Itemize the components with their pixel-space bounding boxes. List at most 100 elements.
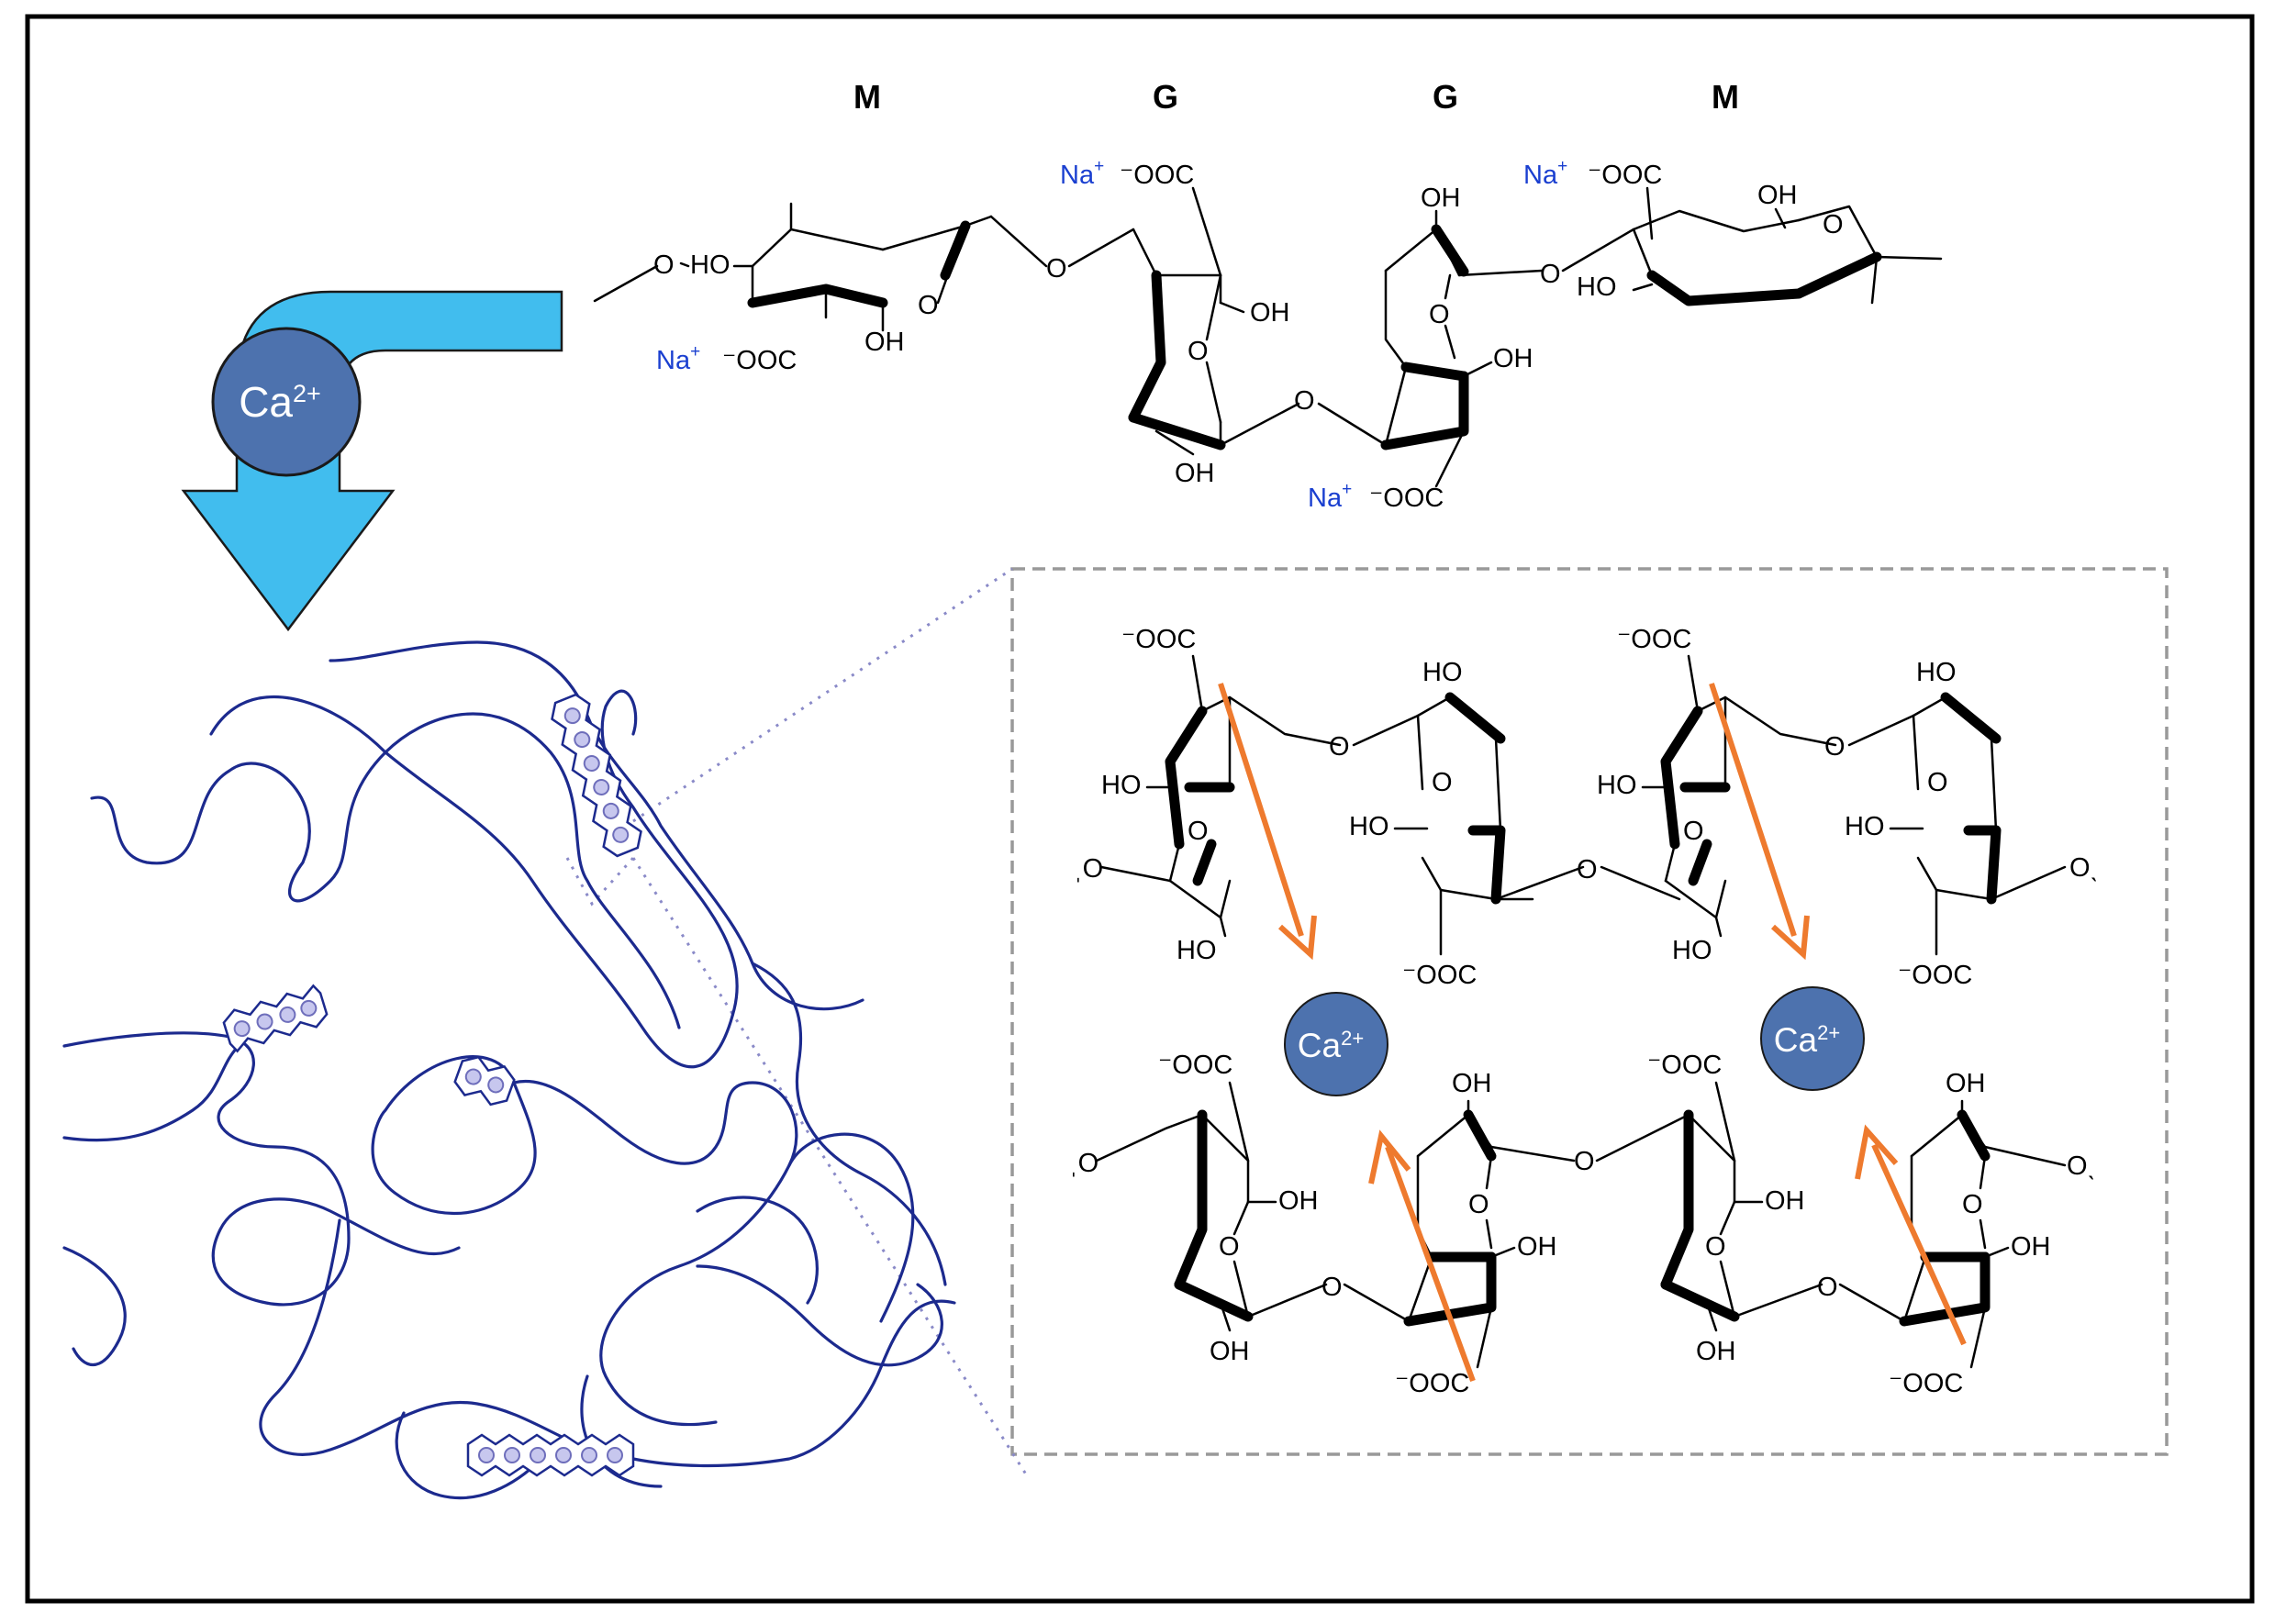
g1-hydroxyl-2: OH	[1175, 459, 1215, 488]
upper-bridge-oxygen-1: O	[1329, 732, 1350, 762]
calcium-ion-arrow	[211, 327, 362, 477]
lower-ring-oxygen-3: O	[1705, 1232, 1726, 1262]
lower-hydroxyl-top-2: OH	[1452, 1069, 1492, 1098]
bridge-oxygen-0: O	[653, 250, 675, 280]
coordination-arrow-4	[1871, 1143, 1967, 1346]
residue-g2: OH O OH Na+ ⁻OOC	[1308, 184, 1544, 513]
upper-carboxylate-3: ⁻OOC	[1617, 625, 1691, 654]
g2-ring-oxygen: O	[1429, 300, 1450, 329]
polymer-network	[62, 640, 956, 1500]
coordination-arrow-2	[1709, 683, 1797, 937]
upper-hydroxyl-top-4: HO	[1916, 658, 1957, 687]
lower-carboxylate-1: ⁻OOC	[1158, 1051, 1232, 1080]
upper-bridge-oxygen-2: O	[1577, 855, 1598, 884]
upper-terminal-oxygen: ˌO	[1074, 854, 1103, 884]
junction-zone-3	[453, 1055, 516, 1107]
g1-sodium: Na+	[1060, 157, 1104, 190]
residue-label-3: G	[1433, 78, 1458, 116]
g1-ring-oxygen: O	[1188, 337, 1209, 366]
lower-hydroxyl-top-6: OH	[1946, 1069, 1986, 1098]
g2-hydroxyl-top: OH	[1421, 184, 1461, 213]
g2-hydroxyl: OH	[1493, 344, 1533, 373]
residue-m1: O HO O Na+ ⁻OOC OH	[593, 202, 993, 375]
upper-hydroxyl-3: HO	[1672, 936, 1712, 965]
coordination-arrow-1	[1218, 683, 1304, 937]
lower-hydroxyl-2: OH	[1210, 1337, 1250, 1366]
junction-zones	[222, 693, 642, 1477]
m2-hydroxyl-left: HO	[1577, 273, 1617, 302]
m2-sodium: Na+	[1523, 157, 1567, 190]
lower-bridge-oxygen-1: O	[1322, 1273, 1343, 1302]
coordination-arrow-3	[1385, 1145, 1476, 1383]
g2-carboxylate: ⁻OOC	[1369, 484, 1444, 513]
lower-hydroxyl-1: OH	[1278, 1186, 1319, 1216]
lower-terminal-oxygen: ˌO	[1069, 1149, 1098, 1178]
m2-hydroxyl: OH	[1757, 181, 1798, 210]
upper-carboxylate-4: ⁻OOC	[1898, 961, 1972, 990]
calcium-ion-2-label: Ca2+	[1774, 1021, 1840, 1059]
egg-box-model: ⁻OOC HO O HO ˌO O HO O HO	[1069, 625, 2099, 1398]
figure-frame	[25, 14, 2255, 1604]
junction-zone-4	[466, 1433, 635, 1477]
lower-bridge-oxygen-3: O	[1817, 1273, 1838, 1302]
calcium-ion-1-label: Ca2+	[1298, 1027, 1364, 1064]
zoom-box	[1010, 567, 2169, 1456]
lower-ring-oxygen-4: O	[1962, 1190, 1983, 1219]
upper-chain: ⁻OOC HO O HO ˌO O HO O HO	[1074, 625, 2099, 990]
lower-hydroxyl-5: OH	[1696, 1337, 1736, 1366]
g1-hydroxyl: OH	[1250, 298, 1290, 328]
calcium-ion-1	[1284, 992, 1388, 1096]
upper-hydroxyl-left-2: HO	[1349, 812, 1389, 841]
m1-hydroxyl-left: HO	[690, 250, 730, 280]
lower-ring-oxygen-1: O	[1219, 1232, 1240, 1262]
zoom-connector-top	[632, 567, 1013, 823]
upper-bridge-oxygen-3: O	[1824, 732, 1846, 762]
lower-hydroxyl-4: OH	[1765, 1186, 1805, 1216]
upper-carboxylate-1: ⁻OOC	[1121, 625, 1196, 654]
lower-carboxylate-4: ⁻OOC	[1889, 1369, 1963, 1398]
lower-hydroxyl-6: OH	[2011, 1232, 2051, 1262]
junction-zone-1	[551, 693, 642, 858]
upper-hydroxyl-top-2: HO	[1422, 658, 1463, 687]
lower-carboxylate-2: ⁻OOC	[1395, 1369, 1469, 1398]
bridge-oxygen-3: O	[1540, 260, 1561, 289]
alginate-chain-structure: M G G M O HO O Na+ ⁻OOC OH O	[593, 78, 1943, 513]
lower-terminal-oxygen-right: Oˎ	[2067, 1151, 2096, 1181]
residue-label-1: M	[853, 78, 881, 116]
g1-carboxylate: ⁻OOC	[1120, 161, 1194, 190]
upper-terminal-oxygen-right: Oˎ	[2069, 853, 2099, 883]
lower-carboxylate-3: ⁻OOC	[1647, 1051, 1722, 1080]
zoom-connector-bottom	[631, 857, 1030, 1478]
m1-ring-oxygen: O	[918, 291, 939, 320]
lower-bridge-oxygen-2: O	[1574, 1147, 1595, 1176]
coordination-arrows	[1218, 683, 1967, 1383]
g2-sodium: Na+	[1308, 480, 1352, 513]
m2-ring-oxygen: O	[1823, 210, 1844, 239]
calcium-ion-2	[1760, 986, 1865, 1091]
bridge-oxygen-2: O	[1294, 386, 1315, 416]
m1-carboxylate: ⁻OOC	[722, 346, 797, 375]
upper-hydroxyl-left-3: HO	[1597, 771, 1637, 800]
lower-chain: ⁻OOC ˌO OH O OH O OH O OH	[1069, 1051, 2096, 1398]
lower-hydroxyl-3: OH	[1517, 1232, 1557, 1262]
curved-arrow: Ca2+	[181, 290, 563, 632]
m2-carboxylate: ⁻OOC	[1588, 161, 1662, 190]
upper-ring-oxygen-2: O	[1432, 768, 1453, 797]
bridge-oxygen-1: O	[1046, 254, 1067, 284]
upper-ring-oxygen-4: O	[1927, 768, 1948, 797]
calcium-ion-arrow-label: Ca2+	[239, 378, 321, 426]
residue-label-2: G	[1153, 78, 1178, 116]
upper-ring-oxygen-1: O	[1188, 817, 1209, 846]
upper-hydroxyl-left-1: HO	[1101, 771, 1142, 800]
lower-ring-oxygen-2: O	[1468, 1190, 1489, 1219]
upper-carboxylate-2: ⁻OOC	[1402, 961, 1477, 990]
m1-sodium: Na+	[656, 342, 700, 375]
residue-label-4: M	[1712, 78, 1739, 116]
m1-hydroxyl: OH	[864, 328, 905, 357]
upper-ring-oxygen-3: O	[1683, 817, 1704, 846]
residue-m2: Na+ ⁻OOC OH O HO	[1523, 157, 1943, 306]
residue-g1: Na+ ⁻OOC OH O OH	[1060, 157, 1300, 488]
upper-hydroxyl-left-4: HO	[1845, 812, 1885, 841]
